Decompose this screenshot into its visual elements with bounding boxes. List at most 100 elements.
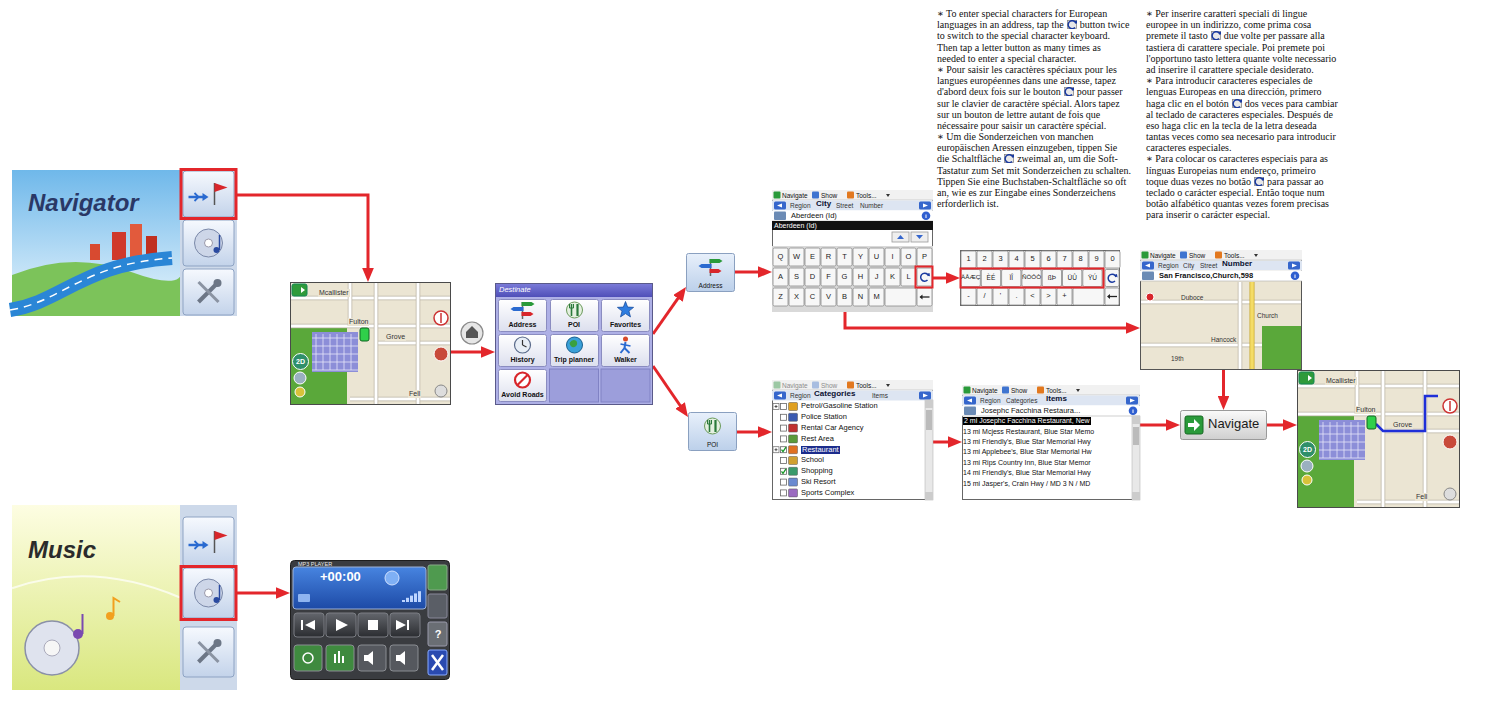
list-item: Petrol/Gasoline Station: [801, 402, 878, 410]
screen-graphic: [1358, 422, 1359, 458]
key-label: 4: [1009, 255, 1024, 263]
screen-graphic: [181, 170, 236, 219]
flow-arrow: [451, 351, 488, 354]
screen-graphic: [1319, 442, 1365, 443]
screen-graphic: [1319, 450, 1365, 451]
screen-graphic: [805, 288, 820, 306]
screen-graphic: [1382, 371, 1385, 507]
screen-graphic: [923, 394, 928, 398]
connector-group: [237, 195, 1290, 593]
key-icon: [1004, 154, 1014, 163]
screen-graphic: [205, 239, 213, 247]
list-item: School: [801, 456, 824, 464]
screen-graphic: [183, 269, 234, 315]
screen-graphic: [1367, 416, 1376, 429]
screen-graphic: [1323, 422, 1324, 458]
flow-arrow: [237, 195, 368, 275]
key-label: 2: [977, 255, 992, 263]
screen-graphic: [781, 490, 787, 496]
screen-graphic: [689, 413, 737, 451]
screen-graphic: [853, 288, 868, 306]
screen-graphic: [916, 235, 923, 239]
screen-graphic: [350, 398, 450, 401]
screen-graphic: [772, 200, 933, 201]
screen-graphic: [360, 328, 369, 341]
screen-graphic: [1076, 389, 1080, 392]
note-paragraph: ∗ Per inserire caratteri speciali di lin…: [1146, 8, 1340, 75]
map-label: Mcallister: [318, 289, 350, 297]
screen-graphic: [1319, 458, 1365, 459]
screen-graphic: [1444, 488, 1456, 500]
screen-graphic: [789, 424, 798, 432]
screen-graphic: [774, 202, 786, 210]
screen-graphic: [390, 645, 418, 671]
key-label: Z: [773, 293, 788, 301]
screen-graphic: [183, 568, 234, 618]
screen-graphic: [1298, 413, 1459, 416]
screen-graphic: [1319, 434, 1365, 435]
screen-graphic: [303, 653, 313, 663]
key-label: <: [1025, 292, 1040, 300]
screen-graphic: [781, 479, 787, 485]
screen-graphic: [1002, 270, 1021, 287]
screen-graphic: [435, 385, 447, 397]
screen-graphic: [776, 405, 777, 408]
screen-text: Navigate: [1150, 252, 1176, 259]
list-item: Tools...: [1046, 387, 1067, 394]
screen-graphic: [1141, 251, 1302, 370]
key-label: 3: [993, 255, 1008, 263]
screen-graphic: [993, 251, 1008, 268]
screen-graphic: [774, 382, 781, 389]
key-label: P: [917, 253, 932, 261]
screen-text: Street: [836, 202, 853, 209]
screen-text: City: [816, 200, 831, 209]
list-item: 2 mi Josephc Facchina Restaurant, New: [963, 417, 1091, 425]
screen-graphic: [821, 288, 836, 306]
screen-graphic: [602, 335, 650, 367]
screen-graphic: [917, 268, 932, 286]
list-item: Region: [790, 392, 811, 399]
screen-graphic: [203, 541, 209, 549]
key-label: H: [853, 273, 868, 281]
screen-graphic: [699, 264, 712, 268]
map-label: Fulton: [1355, 406, 1376, 414]
screen-text: Duboce: [1180, 294, 1204, 301]
screen-graphic: [312, 370, 358, 371]
screen-graphic: [981, 270, 1000, 287]
screen-graphic: [919, 202, 931, 210]
key-icon: [1232, 99, 1242, 108]
screen-graphic: [925, 492, 933, 500]
screen-graphic: [376, 342, 450, 345]
screen-graphic: [623, 337, 628, 342]
screen-graphic: [1443, 435, 1457, 449]
screen-graphic: [1041, 251, 1056, 268]
screen-graphic: [569, 304, 573, 308]
list-item: Restaurant: [801, 446, 840, 454]
list-item: Tools...: [856, 382, 877, 389]
screen-graphic: [417, 283, 420, 404]
screen-graphic: [215, 183, 228, 192]
key-label: 8: [1073, 255, 1088, 263]
screen-graphic: [709, 420, 711, 432]
key-label: ÈÉ: [981, 274, 1000, 281]
button-label: Trip planner: [550, 356, 599, 364]
key-label: X: [789, 293, 804, 301]
option-button: POI: [688, 412, 737, 451]
screen-graphic: [710, 269, 722, 273]
button-label: Favorites: [601, 321, 650, 329]
key-label: W: [789, 253, 804, 261]
list-item: Ski Resort: [801, 478, 836, 486]
key-label: M: [869, 293, 884, 301]
screen-graphic: [961, 288, 976, 305]
note-paragraph: ∗ Para colocar os caracteres especiais p…: [1146, 153, 1340, 220]
screen-graphic: [338, 651, 340, 663]
key-icon-shape: [1064, 88, 1073, 96]
screen-graphic: [1254, 254, 1258, 257]
key-label: ÑÖÓÒ: [1022, 274, 1041, 281]
list-item: Categories: [1006, 397, 1037, 404]
list-item: Items: [872, 392, 888, 399]
screen-graphic: [342, 656, 344, 663]
screen-graphic: [350, 397, 450, 402]
key-label: S: [789, 273, 804, 281]
screen-graphic: [901, 248, 916, 266]
